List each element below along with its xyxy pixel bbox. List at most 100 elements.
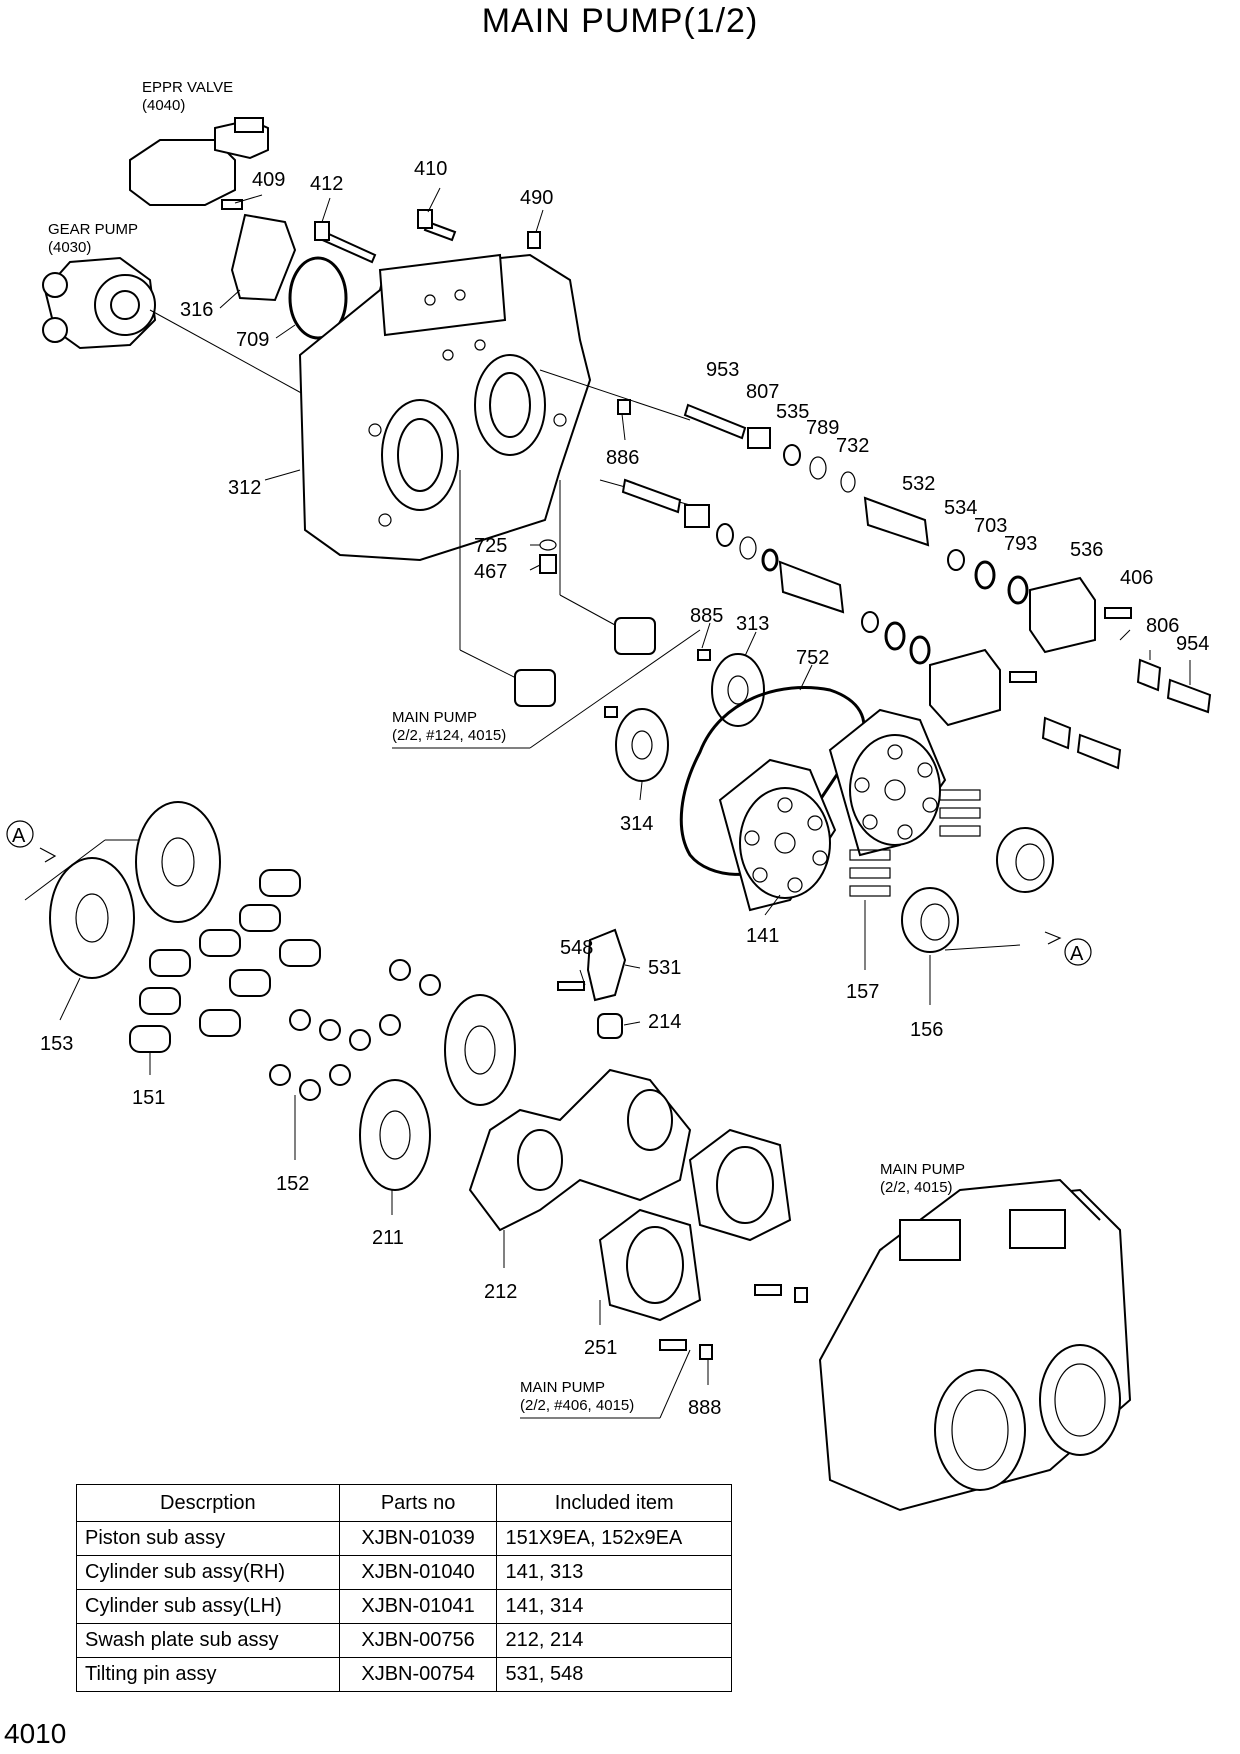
support-part xyxy=(598,1208,702,1322)
o-ring-part xyxy=(840,471,856,493)
pin-part xyxy=(697,649,711,661)
o-ring-part xyxy=(809,456,827,480)
callout-732: 732 xyxy=(836,435,869,457)
washer-part xyxy=(716,523,734,547)
bolt-part xyxy=(754,1284,782,1296)
cover-block-part xyxy=(929,648,1001,727)
cylinder-block-part xyxy=(828,708,947,857)
pin-part xyxy=(604,706,618,718)
cylinder-block-part xyxy=(718,758,837,912)
main-pump-ref-b-label: MAIN PUMP xyxy=(880,1161,965,1178)
cell-included-item: 151X9EA, 152x9EA xyxy=(496,1521,732,1556)
eppr-valve-label: EPPR VALVE xyxy=(142,79,233,96)
needle-bearing-part xyxy=(614,617,656,655)
callout-212: 212 xyxy=(484,1281,517,1303)
callout-532: 532 xyxy=(902,473,935,495)
cell-parts-no: XJBN-00756 xyxy=(338,1623,498,1658)
cell-parts-no: XJBN-00754 xyxy=(338,1657,498,1692)
callout-703: 703 xyxy=(974,515,1007,537)
view-marker-a-text: A xyxy=(1070,943,1084,965)
cell-included-item: 141, 313 xyxy=(496,1555,732,1590)
callout-314: 314 xyxy=(620,813,653,835)
table-row: Cylinder sub assy(RH) XJBN-01040 141, 31… xyxy=(76,1555,732,1590)
callout-536: 536 xyxy=(1070,539,1103,561)
cell-parts-no: XJBN-01041 xyxy=(338,1589,498,1624)
swash-plate-part xyxy=(468,1068,692,1232)
page-title: MAIN PUMP(1/2) xyxy=(481,2,759,40)
callout-548: 548 xyxy=(560,937,593,959)
main-pump-ref-c-label: MAIN PUMP xyxy=(520,1379,605,1396)
main-pump-ref-b: (2/2, 4015) xyxy=(880,1179,953,1196)
gear-pump-label: GEAR PUMP xyxy=(48,221,138,238)
callout-531: 531 xyxy=(648,957,681,979)
nut-part xyxy=(747,427,771,449)
table-row: Tilting pin assy XJBN-00754 531, 548 xyxy=(76,1657,732,1692)
plug-part xyxy=(527,231,541,249)
support-part xyxy=(688,1128,792,1242)
table-row: Cylinder sub assy(LH) XJBN-01041 141, 31… xyxy=(76,1589,732,1624)
cell-description: Piston sub assy xyxy=(76,1521,340,1556)
callout-412: 412 xyxy=(310,173,343,195)
callout-885: 885 xyxy=(690,605,723,627)
callout-534: 534 xyxy=(944,497,977,519)
screw-part xyxy=(1166,678,1212,714)
callout-141: 141 xyxy=(746,925,779,947)
callout-789: 789 xyxy=(806,417,839,439)
callout-806: 806 xyxy=(1146,615,1179,637)
o-ring-part xyxy=(761,548,779,572)
callout-251: 251 xyxy=(584,1337,617,1359)
page-number: 4010 xyxy=(4,1718,67,1749)
o-ring-part xyxy=(909,635,931,665)
pin-part xyxy=(699,1344,713,1360)
spool-part xyxy=(778,560,845,614)
callout-313: 313 xyxy=(736,613,769,635)
cell-included-item: 141, 314 xyxy=(496,1589,732,1624)
eppr-valve-part xyxy=(129,117,269,206)
spring-set-part xyxy=(849,789,981,897)
callout-709: 709 xyxy=(236,329,269,351)
column-header-included-item: Included item xyxy=(496,1484,732,1522)
spherical-bushing-part xyxy=(996,827,1054,893)
washer-part xyxy=(861,611,879,633)
sub-assembly-table: Descrption Parts no Included item Piston… xyxy=(76,1484,732,1692)
callout-152: 152 xyxy=(276,1173,309,1195)
o-ring-part xyxy=(288,256,348,340)
washer-part xyxy=(947,549,965,571)
callout-157: 157 xyxy=(846,981,879,1003)
retainer-plate-part xyxy=(49,857,135,979)
cover-block-part xyxy=(1029,576,1096,654)
table-header-row: Descrption Parts no Included item xyxy=(76,1484,732,1522)
nut-part xyxy=(1041,716,1072,750)
callout-214: 214 xyxy=(648,1011,681,1033)
callout-153: 153 xyxy=(40,1033,73,1055)
callout-725: 725 xyxy=(474,535,507,557)
needle-bearing-part xyxy=(514,669,556,707)
view-marker-a xyxy=(6,820,34,848)
callout-888: 888 xyxy=(688,1397,721,1419)
callout-467: 467 xyxy=(474,561,507,583)
table-row: Piston sub assy XJBN-01039 151X9EA, 152x… xyxy=(76,1521,732,1556)
o-ring-part xyxy=(739,536,757,560)
pin-part xyxy=(794,1287,808,1303)
washer-part xyxy=(783,444,801,466)
shoe-set-part xyxy=(269,959,441,1101)
cell-included-item: 212, 214 xyxy=(496,1623,732,1658)
adjust-screw-part xyxy=(683,403,747,440)
o-ring-part xyxy=(1007,575,1029,605)
callout-156: 156 xyxy=(910,1019,943,1041)
screw-part xyxy=(1076,733,1122,770)
cell-description: Swash plate sub assy xyxy=(76,1623,340,1658)
gear-pump-ref: (4030) xyxy=(48,239,91,256)
callout-406: 406 xyxy=(1120,567,1153,589)
spherical-bushing-part xyxy=(901,887,959,953)
pump-housing-part xyxy=(298,253,592,562)
pin-part xyxy=(557,981,585,991)
main-pump-ref-c: (2/2, #406, 4015) xyxy=(520,1397,634,1414)
callout-886: 886 xyxy=(606,447,639,469)
callout-953: 953 xyxy=(706,359,739,381)
pin-part xyxy=(617,399,631,415)
callout-312: 312 xyxy=(228,477,261,499)
callout-490: 490 xyxy=(520,187,553,209)
table-row: Swash plate sub assy XJBN-00756 212, 214 xyxy=(76,1623,732,1658)
